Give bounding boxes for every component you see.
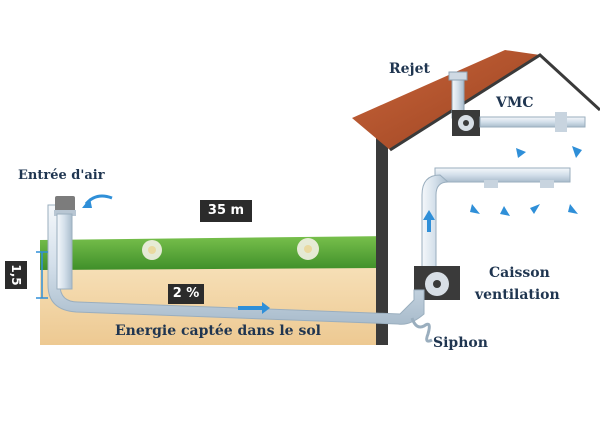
vmc-duct	[479, 116, 586, 128]
distance-label: 35 m	[200, 200, 252, 222]
inlet-pipe	[56, 213, 73, 290]
slope-label: 2 %	[168, 284, 204, 304]
rejet-label: Rejet	[389, 61, 430, 77]
house-outline	[389, 53, 600, 152]
entree-air-label: Entrée d'air	[18, 168, 105, 183]
caisson-label-line1: Caisson	[489, 265, 550, 281]
flower-decoration	[142, 238, 319, 260]
vmc-arrow-2	[572, 146, 582, 158]
ground-pipe	[47, 204, 425, 325]
siphon	[410, 317, 433, 343]
soil-layer	[40, 268, 388, 345]
caisson-label-line2: ventilation	[475, 287, 560, 303]
siphon-label: Siphon	[433, 335, 488, 351]
airflow-arrows	[82, 146, 582, 314]
depth-label: 1,5	[5, 261, 27, 289]
riser-duct	[421, 174, 450, 269]
room-arrow-2	[500, 206, 510, 216]
energie-label: Energie captée dans le sol	[115, 323, 321, 339]
roof	[352, 50, 540, 150]
room-arrow-4	[568, 204, 578, 214]
air-inlet-cap	[55, 196, 75, 212]
grass-layer	[40, 236, 388, 270]
ceiling-duct	[434, 167, 571, 183]
room-arrow-1	[470, 204, 480, 214]
depth-marker	[36, 251, 48, 299]
house-wall	[376, 130, 388, 345]
room-arrow-3	[530, 204, 540, 214]
pipe-flow-arrow	[238, 306, 262, 310]
vmc-unit	[452, 110, 480, 136]
vmc-arrow-1	[516, 148, 526, 158]
riser-flow-arrow	[427, 218, 431, 232]
vmc-label: VMC	[496, 95, 534, 111]
